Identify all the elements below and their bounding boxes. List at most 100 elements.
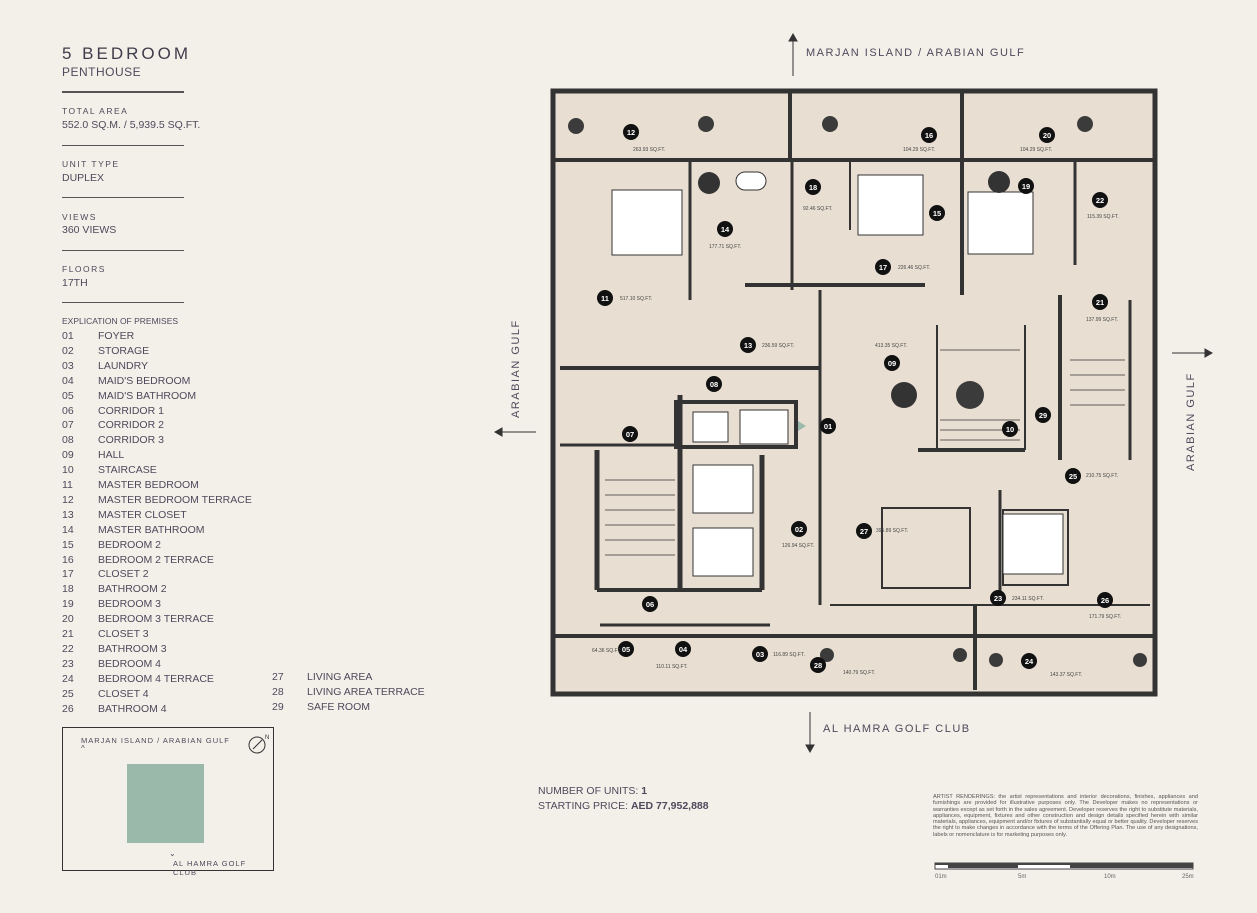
room-area: 137.99 SQ.FT. <box>1086 317 1118 323</box>
room-number-badge <box>921 127 937 143</box>
legend-label: LIVING AREA TERRACE <box>307 685 425 698</box>
room-number: 11 <box>601 294 609 303</box>
legend-label: CORRIDOR 2 <box>98 419 164 432</box>
room-number-badge <box>706 376 722 392</box>
room-marker-06: 06 <box>642 596 658 612</box>
room-number-badge <box>1002 421 1018 437</box>
room-area: 104.29 SQ.FT. <box>1020 147 1052 153</box>
room-number-badge <box>675 641 691 657</box>
legend-label: SAFE ROOM <box>307 700 371 713</box>
legend-label: LIVING AREA <box>307 671 373 683</box>
compass-icon: N <box>248 735 269 754</box>
legend-number: 02 <box>62 344 74 357</box>
legend-number: 01 <box>62 330 74 342</box>
room-number-badge <box>805 179 821 195</box>
room-number: 10 <box>1006 425 1014 434</box>
orientation-minimap: MARJAN ISLAND / ARABIAN GULF ^ ⌄ AL HAMR… <box>62 727 274 877</box>
room-area: 104.29 SQ.FT. <box>903 147 935 153</box>
legend-number: 07 <box>62 419 74 432</box>
room-number: 15 <box>933 209 941 218</box>
legend-label: CLOSET 3 <box>98 628 149 640</box>
legend-label: MASTER BATHROOM <box>98 523 205 536</box>
divider <box>62 91 184 93</box>
room-number: 01 <box>824 422 832 431</box>
total-area-value: 552.0 SQ.M. / 5,939.5 SQ.FT. <box>62 119 201 131</box>
master-bed <box>611 189 683 256</box>
room-number-badge <box>884 355 900 371</box>
legend-number: 13 <box>62 508 74 521</box>
units-value: 1 <box>641 785 648 797</box>
scale-label: 25m <box>1182 874 1194 880</box>
room-area: 177.71 SQ.FT. <box>709 244 741 250</box>
disclaimer: ARTIST RENDERINGS: the artist representa… <box>933 794 1198 838</box>
room-area: 140.79 SQ.FT. <box>843 670 875 676</box>
legend-label: BEDROOM 2 <box>98 538 162 551</box>
legend-number: 21 <box>62 628 74 640</box>
room-number: 23 <box>994 594 1002 603</box>
legend-number: 29 <box>272 700 284 713</box>
legend-label: MAID'S BEDROOM <box>98 374 191 387</box>
room-number: 20 <box>1043 131 1051 140</box>
room-number-badge <box>642 596 658 612</box>
legend-number: 10 <box>62 464 74 477</box>
room-number-badge <box>623 124 639 140</box>
room-area: 263.93 SQ.FT. <box>633 147 665 153</box>
total-area-label: TOTAL AREA <box>62 106 129 116</box>
room-area: 143.37 SQ.FT. <box>1050 672 1082 678</box>
floors-label: FLOORS <box>62 264 106 274</box>
room-number: 07 <box>626 430 634 439</box>
room-number: 27 <box>860 527 868 536</box>
room-number: 04 <box>679 645 688 654</box>
room-number-badge <box>752 646 768 662</box>
room-area: 110.11 SQ.FT. <box>656 664 688 670</box>
legend-number: 25 <box>62 687 74 700</box>
room-number-badge <box>618 641 634 657</box>
legend-number: 22 <box>62 642 74 655</box>
room-area: 236.59 SQ.FT. <box>762 343 794 349</box>
room-number-badge <box>875 259 891 275</box>
room-marker-10: 10 <box>1002 421 1018 437</box>
floors-value: 17TH <box>62 277 88 289</box>
room-area: 517.10 SQ.FT. <box>620 296 652 302</box>
legend-label: MASTER BEDROOM <box>98 479 199 491</box>
room-number-badge <box>929 205 945 221</box>
minimap-bottom-label: AL HAMRA GOLF CLUB <box>173 859 247 877</box>
room-marker-21: 21 137.99 SQ.FT. <box>1086 294 1118 323</box>
room-number: 19 <box>1022 182 1030 191</box>
legend-label: CLOSET 4 <box>98 687 149 700</box>
legend-label: BEDROOM 3 <box>98 598 162 611</box>
legend-number: 27 <box>272 671 284 683</box>
legend-number: 09 <box>62 449 74 462</box>
starting-price: STARTING PRICE: AED 77,952,888 <box>538 800 709 812</box>
room-number: 16 <box>925 131 933 140</box>
legend-label: CORRIDOR 1 <box>98 404 164 417</box>
room-number: 05 <box>622 645 630 654</box>
room-marker-29: 29 <box>1035 407 1051 423</box>
legend-number: 24 <box>62 672 74 685</box>
room-area: 171.79 SQ.FT. <box>1089 614 1121 620</box>
room-area: 413.35 SQ.FT. <box>875 343 907 349</box>
legend-number: 18 <box>62 583 74 596</box>
legend-label: STORAGE <box>98 344 150 357</box>
bed-2 <box>857 174 924 236</box>
bathtub <box>735 171 767 191</box>
west-direction-label: ARABIAN GULF <box>510 319 522 418</box>
room-number: 03 <box>756 650 764 659</box>
room-number: 21 <box>1096 298 1104 307</box>
legend-number: 20 <box>62 613 74 626</box>
room-area: 64.36 SQ.FT. <box>592 648 621 654</box>
room-marker-19: 19 <box>1018 178 1034 194</box>
room-area: 116.89 SQ.FT. <box>773 652 805 658</box>
legend-label: MAID'S BATHROOM <box>98 389 197 402</box>
legend-label: BATHROOM 4 <box>98 702 167 715</box>
room-area: 126.94 SQ.FT. <box>782 543 814 549</box>
